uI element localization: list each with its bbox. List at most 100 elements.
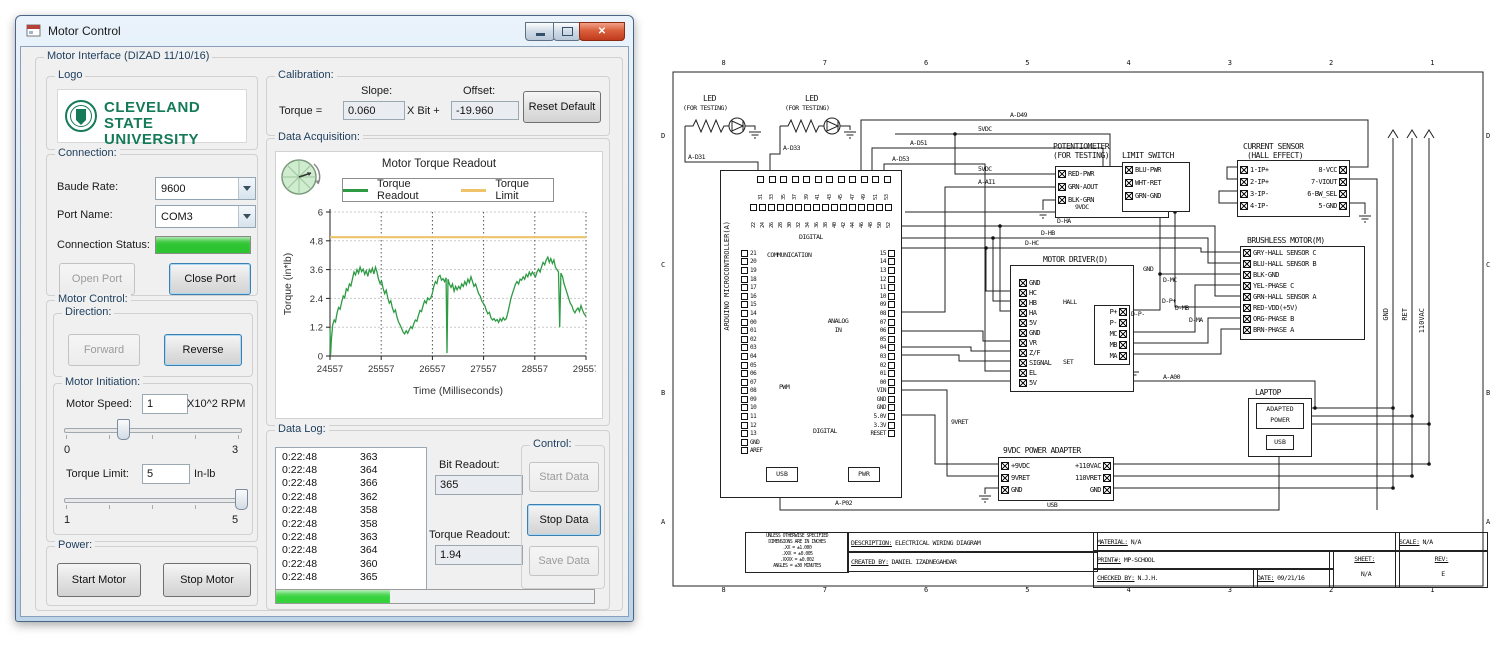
motor-interface-label: Motor Interface (DIZAD 11/10/16) [44,50,213,62]
wire-label: GND [1143,265,1154,273]
slider-ticks [66,505,240,509]
open-port-button[interactable]: Open Port [59,263,135,295]
maximize-icon [561,27,573,36]
log-row[interactable]: 0:22:48 365 [276,571,426,584]
date-value: 09/21/16 [1277,574,1305,582]
speed-min-label: 0 [64,444,71,456]
wire-label: 5VDC [978,165,992,173]
arduino-pin: GND [870,395,895,404]
pin-row: P- [1095,317,1129,328]
arduino-pin: 15 [741,301,762,310]
arduino-pin: 05 [870,335,895,344]
sheet-cell: SHEET: N/A [1329,550,1400,588]
logo-line1: CLEVELAND STATE [104,99,201,132]
pin-row: 7-VIOUT [1307,176,1349,188]
title-bar: Motor Control ✕ [16,16,633,46]
torque-readout-field[interactable]: 1.94 [435,545,523,565]
log-row[interactable]: 0:22:48 363 [276,530,426,543]
torque-limit-unit: In-lb [194,468,216,480]
border-row-label: A [661,517,666,526]
log-value: 364 [360,464,378,477]
pin-row: BLK-GND [1241,269,1364,280]
bit-readout-field[interactable]: 365 [435,475,523,495]
pin-row: +9VDC [999,460,1030,472]
created-by-value: DANIEL IZADNEGAHDAR [891,557,957,566]
log-row[interactable]: 0:22:48 360 [276,557,426,570]
wire-label: D-P+ [1162,297,1176,305]
arduino-pin: 08 [741,387,762,396]
close-button[interactable]: ✕ [579,22,625,41]
start-motor-button[interactable]: Start Motor [57,563,141,597]
stop-data-button[interactable]: Stop Data [527,504,601,536]
forward-button[interactable]: Forward [68,334,140,366]
motor-driver-title: MOTOR DRIVER(D) [1043,255,1108,264]
csu-seal-icon [65,100,97,132]
arduino-pin: 05 [741,361,762,370]
wire-label: D-HC [1025,239,1039,247]
slider-thumb[interactable] [235,489,249,510]
chevron-down-icon[interactable] [238,206,255,227]
reset-default-button[interactable]: Reset Default [523,91,601,123]
arduino-pin: 03 [741,344,762,353]
offset-field[interactable]: -19.960 [451,101,519,120]
wire-label: A-P02 [835,499,853,507]
data-log-listbox[interactable]: 0:22:48 363 0:22:48 364 0:22:48 366 0:22… [275,447,427,591]
date-cell: DATE: 09/21/16 [1253,568,1334,588]
chart-legend: Torque Readout Torque Limit [342,178,554,202]
border-col-label: 4 [1126,586,1131,594]
pin-row: 3-IP- [1238,188,1269,200]
stop-motor-button[interactable]: Stop Motor [163,563,251,597]
log-row[interactable]: 0:22:48 358 [276,517,426,530]
log-row[interactable]: 0:22:48 364 [276,463,426,476]
arduino-pin: 06 [741,369,762,378]
log-row[interactable]: 0:22:48 363 [276,450,426,463]
pin-row: BLU-HALL SENSOR B [1241,258,1364,269]
baud-rate-value: 9600 [161,182,186,195]
chevron-down-icon[interactable] [238,178,255,199]
slider-track[interactable] [64,428,242,433]
header-pin: 40 [830,204,839,228]
limit-switch-title: LIMIT SWITCH [1122,151,1174,160]
window-title: Motor Control [48,24,121,38]
slider-track[interactable] [64,498,242,503]
baud-rate-combo[interactable]: 9600 [155,177,256,200]
border-col-label: 7 [822,59,827,67]
reverse-button[interactable]: Reverse [164,334,242,366]
start-data-button[interactable]: Start Data [529,462,599,492]
connection-status-indicator [155,236,251,254]
slope-field[interactable]: 0.060 [343,101,405,120]
minimize-button[interactable] [525,22,555,41]
logo-text: CLEVELAND STATE UNIVERSITY [104,100,246,148]
motor-speed-slider[interactable] [62,418,244,442]
checked-by-cell: CHECKED BY: N.J.H. [1093,568,1258,588]
arduino-pin: 21 [741,249,762,258]
port-name-combo[interactable]: COM3 [155,205,256,228]
motor-interface-group: Motor Interface (DIZAD 11/10/16) Logo CL… [35,50,623,611]
svg-text:27557: 27557 [470,364,496,375]
motor-speed-field[interactable]: 1 [142,394,188,414]
tolerance-line: .XX = ±1.000 [782,546,812,551]
maximize-button[interactable] [553,22,581,41]
svg-text:24557: 24557 [317,364,343,375]
save-data-button[interactable]: Save Data [529,546,599,576]
slider-thumb[interactable] [117,419,131,440]
log-row[interactable]: 0:22:48 364 [276,544,426,557]
log-row[interactable]: 0:22:48 358 [276,504,426,517]
torque-limit-field[interactable]: 5 [142,464,190,484]
close-port-button[interactable]: Close Port [169,263,251,295]
log-row[interactable]: 0:22:48 362 [276,490,426,503]
led2-subtitle: (FOR TESTING) [785,104,830,112]
arduino-pin: 16 [741,292,762,301]
log-row[interactable]: 0:22:48 366 [276,477,426,490]
print-cell: PRINT#: MP-SCHOOL [1093,550,1334,570]
torque-limit-slider[interactable] [62,488,249,512]
pot-subtitle: (FOR TESTING) [1053,151,1110,160]
